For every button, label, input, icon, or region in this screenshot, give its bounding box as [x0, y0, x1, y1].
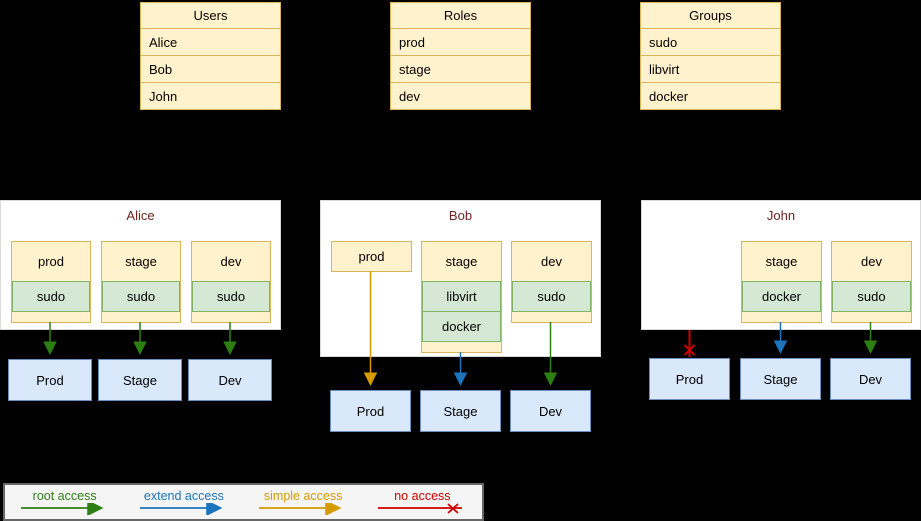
group-label: docker	[742, 281, 821, 312]
group-label: sudo	[192, 281, 270, 312]
role-label: dev	[220, 254, 242, 269]
stack-alice-stage: stage sudo	[101, 241, 181, 323]
group-label: libvirt	[422, 281, 501, 312]
table-row: John	[141, 82, 280, 109]
table-roles-title: Roles	[443, 8, 478, 23]
stack-bob-stage: stage libvirt docker	[421, 241, 502, 353]
env-alice-prod: Prod	[8, 359, 92, 401]
simple-access-arrow-icon	[259, 502, 342, 515]
stack-john-stage: stage docker	[741, 241, 822, 323]
role-label: dev	[861, 254, 882, 269]
stack-john-dev: dev sudo	[831, 241, 912, 323]
stack-strip	[102, 312, 180, 322]
legend-label: root access	[32, 488, 97, 503]
stack-alice-dev: dev sudo	[191, 241, 271, 323]
env-label: Dev	[858, 371, 883, 387]
legend-item-no-access: no access	[363, 488, 482, 515]
table-row: Bob	[141, 55, 280, 82]
legend-label: simple access	[263, 488, 343, 503]
group-label: sudo	[832, 281, 911, 312]
env-bob-stage: Stage	[420, 390, 501, 432]
role-label: prod	[37, 254, 65, 269]
stack-alice-prod: prod sudo	[11, 241, 91, 323]
role-label: stage	[125, 254, 157, 269]
stack-bob-prod: prod	[331, 241, 412, 272]
role-label: prod	[358, 249, 385, 264]
table-row: dev	[391, 82, 530, 109]
extend-access-arrow-icon	[139, 502, 223, 515]
env-label: Dev	[218, 372, 242, 388]
env-label: Stage	[763, 371, 798, 387]
group-label: docker	[422, 312, 501, 342]
card-title: Bob	[448, 208, 473, 223]
table-groups-title: Groups	[689, 8, 732, 23]
card-john: John stage docker dev sudo	[641, 200, 921, 330]
env-bob-prod: Prod	[330, 390, 411, 432]
group-label: sudo	[102, 281, 180, 312]
env-john-dev: Dev	[830, 358, 911, 400]
group-label: sudo	[12, 281, 90, 312]
table-row: stage	[391, 55, 530, 82]
stack-strip	[742, 312, 821, 322]
card-title: John	[766, 208, 796, 223]
env-alice-dev: Dev	[188, 359, 272, 401]
card-title: Alice	[126, 208, 155, 223]
legend-item-simple-access: simple access	[244, 488, 363, 515]
table-row: prod	[391, 28, 530, 55]
no-access-x-icon	[683, 344, 696, 356]
legend-item-extend-access: extend access	[124, 488, 243, 515]
env-label: Stage	[123, 372, 157, 388]
env-john-stage: Stage	[740, 358, 821, 400]
table-users: Users Alice Bob John	[140, 2, 281, 110]
env-alice-stage: Stage	[98, 359, 182, 401]
stack-strip	[192, 312, 270, 322]
group-label: sudo	[512, 281, 591, 312]
table-groups: Groups sudo libvirt docker	[640, 2, 781, 110]
legend-item-root-access: root access	[5, 488, 124, 515]
stack-strip	[512, 312, 591, 322]
stack-strip	[832, 312, 911, 322]
legend: root access extend access simple access …	[3, 483, 484, 521]
role-label: stage	[765, 254, 798, 269]
card-bob: Bob prod stage libvirt docker dev sudo	[320, 200, 601, 357]
legend-label: no access	[394, 488, 451, 503]
role-label: stage	[445, 254, 478, 269]
table-row: docker	[641, 82, 780, 109]
role-label: dev	[541, 254, 562, 269]
env-bob-dev: Dev	[510, 390, 591, 432]
root-access-arrow-icon	[20, 502, 104, 515]
stack-bob-dev: dev sudo	[511, 241, 592, 323]
table-row: sudo	[641, 28, 780, 55]
env-label: Stage	[443, 403, 478, 419]
table-roles: Roles prod stage dev	[390, 2, 531, 110]
stack-strip	[12, 312, 90, 322]
card-alice: Alice prod sudo stage sudo dev sudo	[0, 200, 281, 330]
stack-strip	[422, 342, 501, 352]
table-row: libvirt	[641, 55, 780, 82]
env-john-prod: Prod	[649, 358, 730, 400]
env-label: Prod	[36, 372, 64, 388]
table-row: Alice	[141, 28, 280, 55]
table-users-title: Users	[193, 8, 228, 23]
env-label: Prod	[675, 371, 704, 387]
legend-label: extend access	[143, 488, 224, 503]
env-label: Dev	[538, 403, 563, 419]
env-label: Prod	[356, 403, 385, 419]
no-access-line-icon	[378, 502, 463, 514]
